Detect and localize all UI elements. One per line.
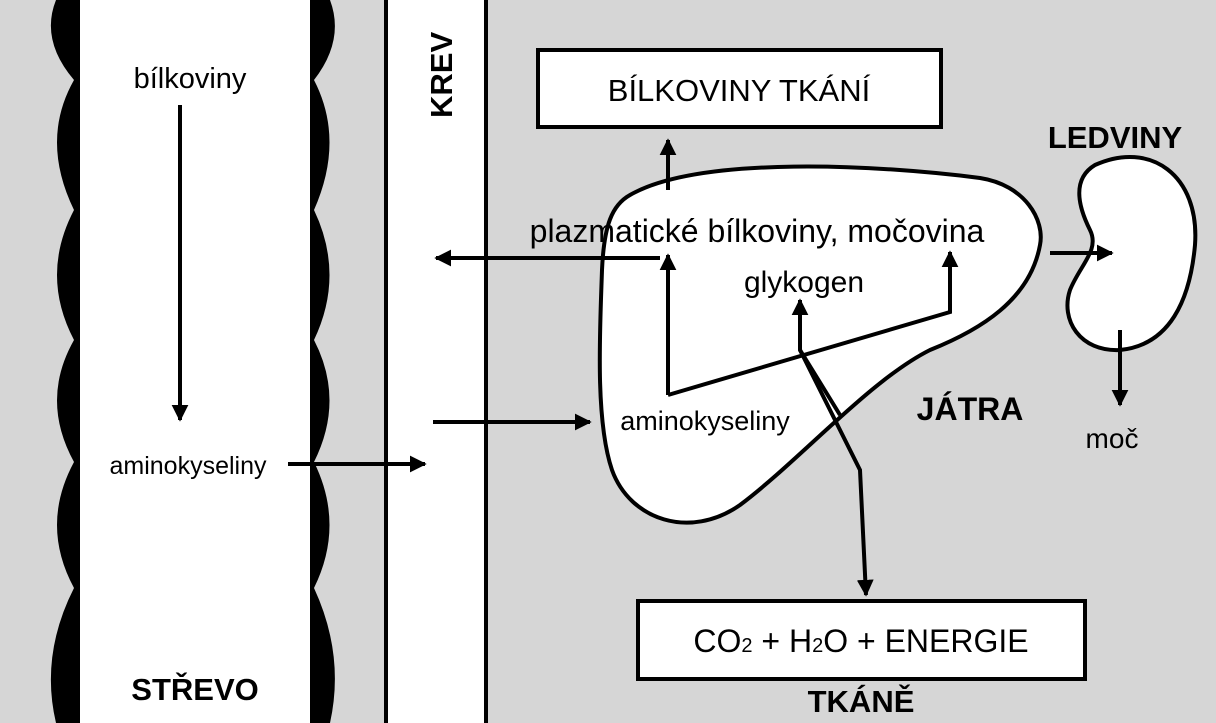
box-co2-h2o-energie [636, 599, 1087, 681]
arrow-to-co2-energy [798, 349, 874, 597]
label-glykogen: glykogen [744, 266, 864, 299]
intestine-right-wall [310, 0, 335, 723]
liver-shape [597, 164, 1043, 525]
box-bilkoviny-tkani [536, 48, 943, 129]
intestine-left-wall [50, 0, 80, 723]
label-bilkoviny-tkani: BÍLKOVINY TKÁNÍ [608, 73, 871, 108]
text-co2-sub: 2 [741, 635, 752, 657]
label-krev: KREV [424, 32, 459, 118]
label-strevo: STŘEVO [131, 671, 258, 707]
arrow-aa-to-urea [667, 250, 959, 397]
label-moc: moč [1086, 423, 1139, 454]
kidney-shape [1065, 154, 1198, 353]
label-aminokyseliny-jatra: aminokyseliny [620, 406, 790, 436]
intestine-lumen [80, 0, 310, 723]
label-jatra: JÁTRA [917, 391, 1024, 427]
text-energie: ENERGIE [885, 623, 1029, 659]
text-h: H [789, 623, 812, 659]
label-ledviny: LEDVINY [1048, 120, 1183, 155]
blood-vessel [386, 0, 486, 723]
label-plazmaticke-bilkoviny: plazmatické bílkoviny, močovina [530, 213, 985, 249]
text-h2o-sub: 2 [812, 635, 823, 657]
label-co2-h2o-energie: CO2 + H2O + ENERGIE [693, 623, 1028, 659]
text-plus-2: + [848, 623, 884, 659]
label-tkane: TKÁNĚ [808, 683, 915, 719]
text-co2: CO [693, 623, 741, 659]
text-o: O [823, 623, 848, 659]
label-bilkoviny: bílkoviny [134, 63, 247, 95]
text-plus-1: + [753, 623, 789, 659]
label-aminokyseliny-strevo: aminokyseliny [109, 452, 267, 480]
